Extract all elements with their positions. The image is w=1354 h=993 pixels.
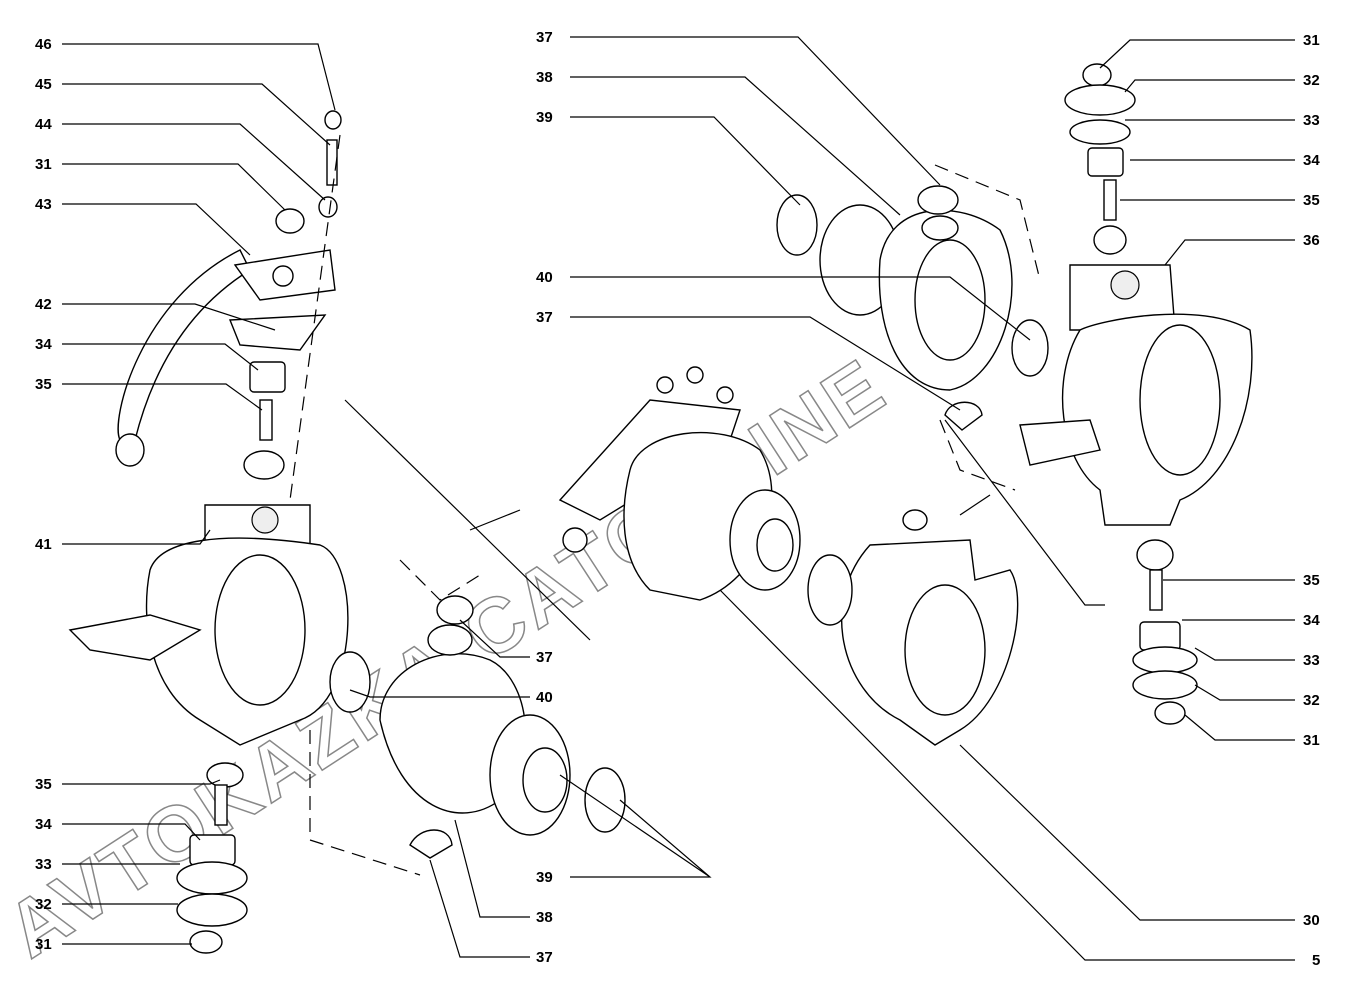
center-right-knuckle	[807, 509, 1019, 746]
stud-45	[326, 139, 338, 186]
callout-39: 39	[536, 109, 553, 126]
callout-37: 37	[536, 949, 553, 966]
left-knuckle-assembly	[68, 110, 349, 954]
washer-44	[318, 196, 338, 218]
callout-38: 38	[536, 69, 553, 86]
center-axle-end	[558, 366, 801, 601]
callout-37: 37	[536, 649, 553, 666]
callout-33: 33	[1303, 652, 1320, 669]
right-knuckle-assembly	[1019, 63, 1253, 725]
callout-33: 33	[1303, 112, 1320, 129]
callout-38: 38	[536, 909, 553, 926]
callout-32: 32	[1303, 72, 1320, 89]
callout-37: 37	[536, 29, 553, 46]
callout-31: 31	[1303, 732, 1320, 749]
callout-5: 5	[1312, 952, 1320, 969]
callout-42: 42	[35, 296, 52, 313]
callout-34: 34	[35, 336, 52, 353]
callout-35: 35	[35, 776, 52, 793]
bushing-34	[249, 361, 286, 393]
center-lower-hub	[329, 595, 626, 859]
callout-43: 43	[35, 196, 52, 213]
callout-labels-right: 31 32 33 34 35 36 35 34 33 32 31 30 5	[1303, 32, 1320, 969]
callout-31: 31	[35, 936, 52, 953]
steering-arm	[117, 249, 251, 441]
callout-45: 45	[35, 76, 52, 93]
callout-35: 35	[35, 376, 52, 393]
callout-32: 32	[1303, 692, 1320, 709]
callout-35: 35	[1303, 192, 1320, 209]
callout-34: 34	[35, 816, 52, 833]
callout-46: 46	[35, 36, 52, 53]
pin-35	[259, 399, 273, 441]
callout-34: 34	[1303, 152, 1320, 169]
callout-37: 37	[536, 309, 553, 326]
callout-labels-top-center: 37 38 39 40 37	[536, 29, 553, 326]
callout-40: 40	[536, 269, 553, 286]
nut-31	[275, 208, 305, 234]
upper-hub-housing	[776, 185, 1049, 431]
callout-35: 35	[1303, 572, 1320, 589]
cap-37	[409, 829, 453, 859]
callout-32: 32	[35, 896, 52, 913]
nut-46	[324, 110, 342, 130]
plate	[228, 314, 327, 351]
callout-36: 36	[1303, 232, 1320, 249]
seal-40	[329, 651, 371, 713]
callout-39: 39	[536, 869, 553, 886]
seal-39-top	[776, 194, 818, 256]
leader-lines	[62, 36, 1295, 961]
callout-labels-left: 46 45 44 31 43 42 34 35 41 35 34 33 32 3…	[35, 36, 52, 953]
callout-33: 33	[35, 856, 52, 873]
callout-31: 31	[35, 156, 52, 173]
callout-31: 31	[1303, 32, 1320, 49]
callout-30: 30	[1303, 912, 1320, 929]
callout-40: 40	[536, 689, 553, 706]
callout-34: 34	[1303, 612, 1320, 629]
callout-labels-mid: 37 40 39 38 37	[536, 649, 553, 966]
seal-40-top	[1011, 319, 1049, 377]
seal-39	[584, 767, 626, 833]
callout-41: 41	[35, 536, 52, 553]
callout-44: 44	[35, 116, 52, 133]
assembly-guides	[289, 134, 1041, 876]
